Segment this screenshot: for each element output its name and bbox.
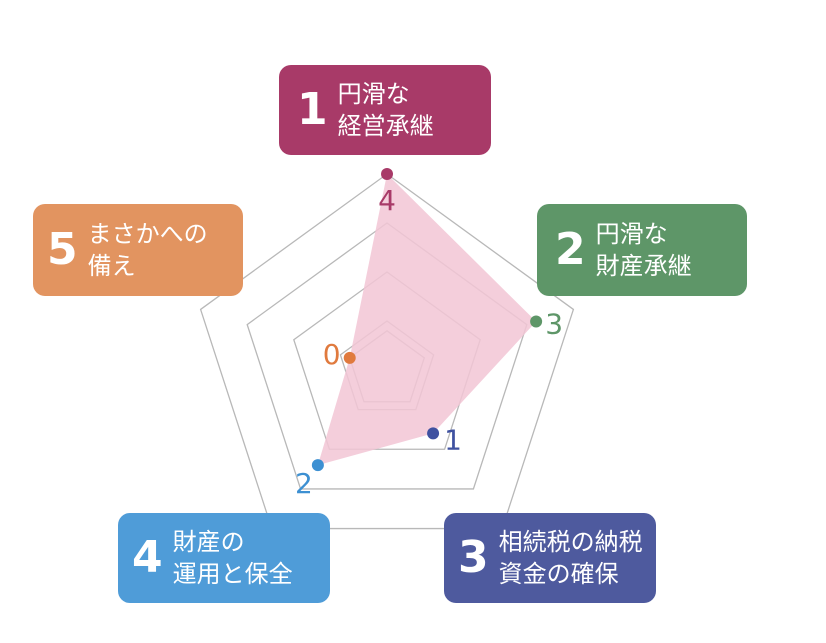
data-point-1	[381, 168, 393, 180]
value-label-1: 4	[378, 184, 396, 217]
data-point-2	[530, 315, 543, 328]
axis-label-box-4: 4 財産の 運用と保全	[118, 513, 330, 603]
axis-number-2: 2	[555, 224, 586, 275]
axis-label-4: 財産の 運用と保全	[172, 528, 293, 588]
axis-label-3: 相続税の納税 資金の確保	[498, 528, 643, 588]
axis-number-4: 4	[132, 532, 163, 583]
axis-number-5: 5	[47, 224, 78, 275]
axis-number-1: 1	[297, 84, 328, 135]
data-point-3	[427, 427, 440, 440]
axis-number-3: 3	[458, 532, 489, 583]
axis-label-box-5: 5 まさかへの 備え	[33, 204, 243, 296]
value-label-2: 3	[545, 308, 563, 341]
axis-label-5: まさかへの 備え	[87, 220, 208, 280]
value-label-4: 2	[295, 467, 313, 500]
axis-label-box-3: 3 相続税の納税 資金の確保	[444, 513, 656, 603]
axis-label-2: 円滑な 財産承継	[595, 220, 692, 280]
data-point-4	[311, 459, 324, 472]
data-area	[317, 174, 537, 466]
value-label-3: 1	[444, 423, 462, 456]
axis-label-box-1: 1 円滑な 経営承継	[279, 65, 491, 155]
axis-label-1: 円滑な 経営承継	[337, 80, 434, 140]
value-label-5: 0	[323, 338, 341, 371]
axis-label-box-2: 2 円滑な 財産承継	[537, 204, 747, 296]
data-point-5	[343, 351, 356, 364]
